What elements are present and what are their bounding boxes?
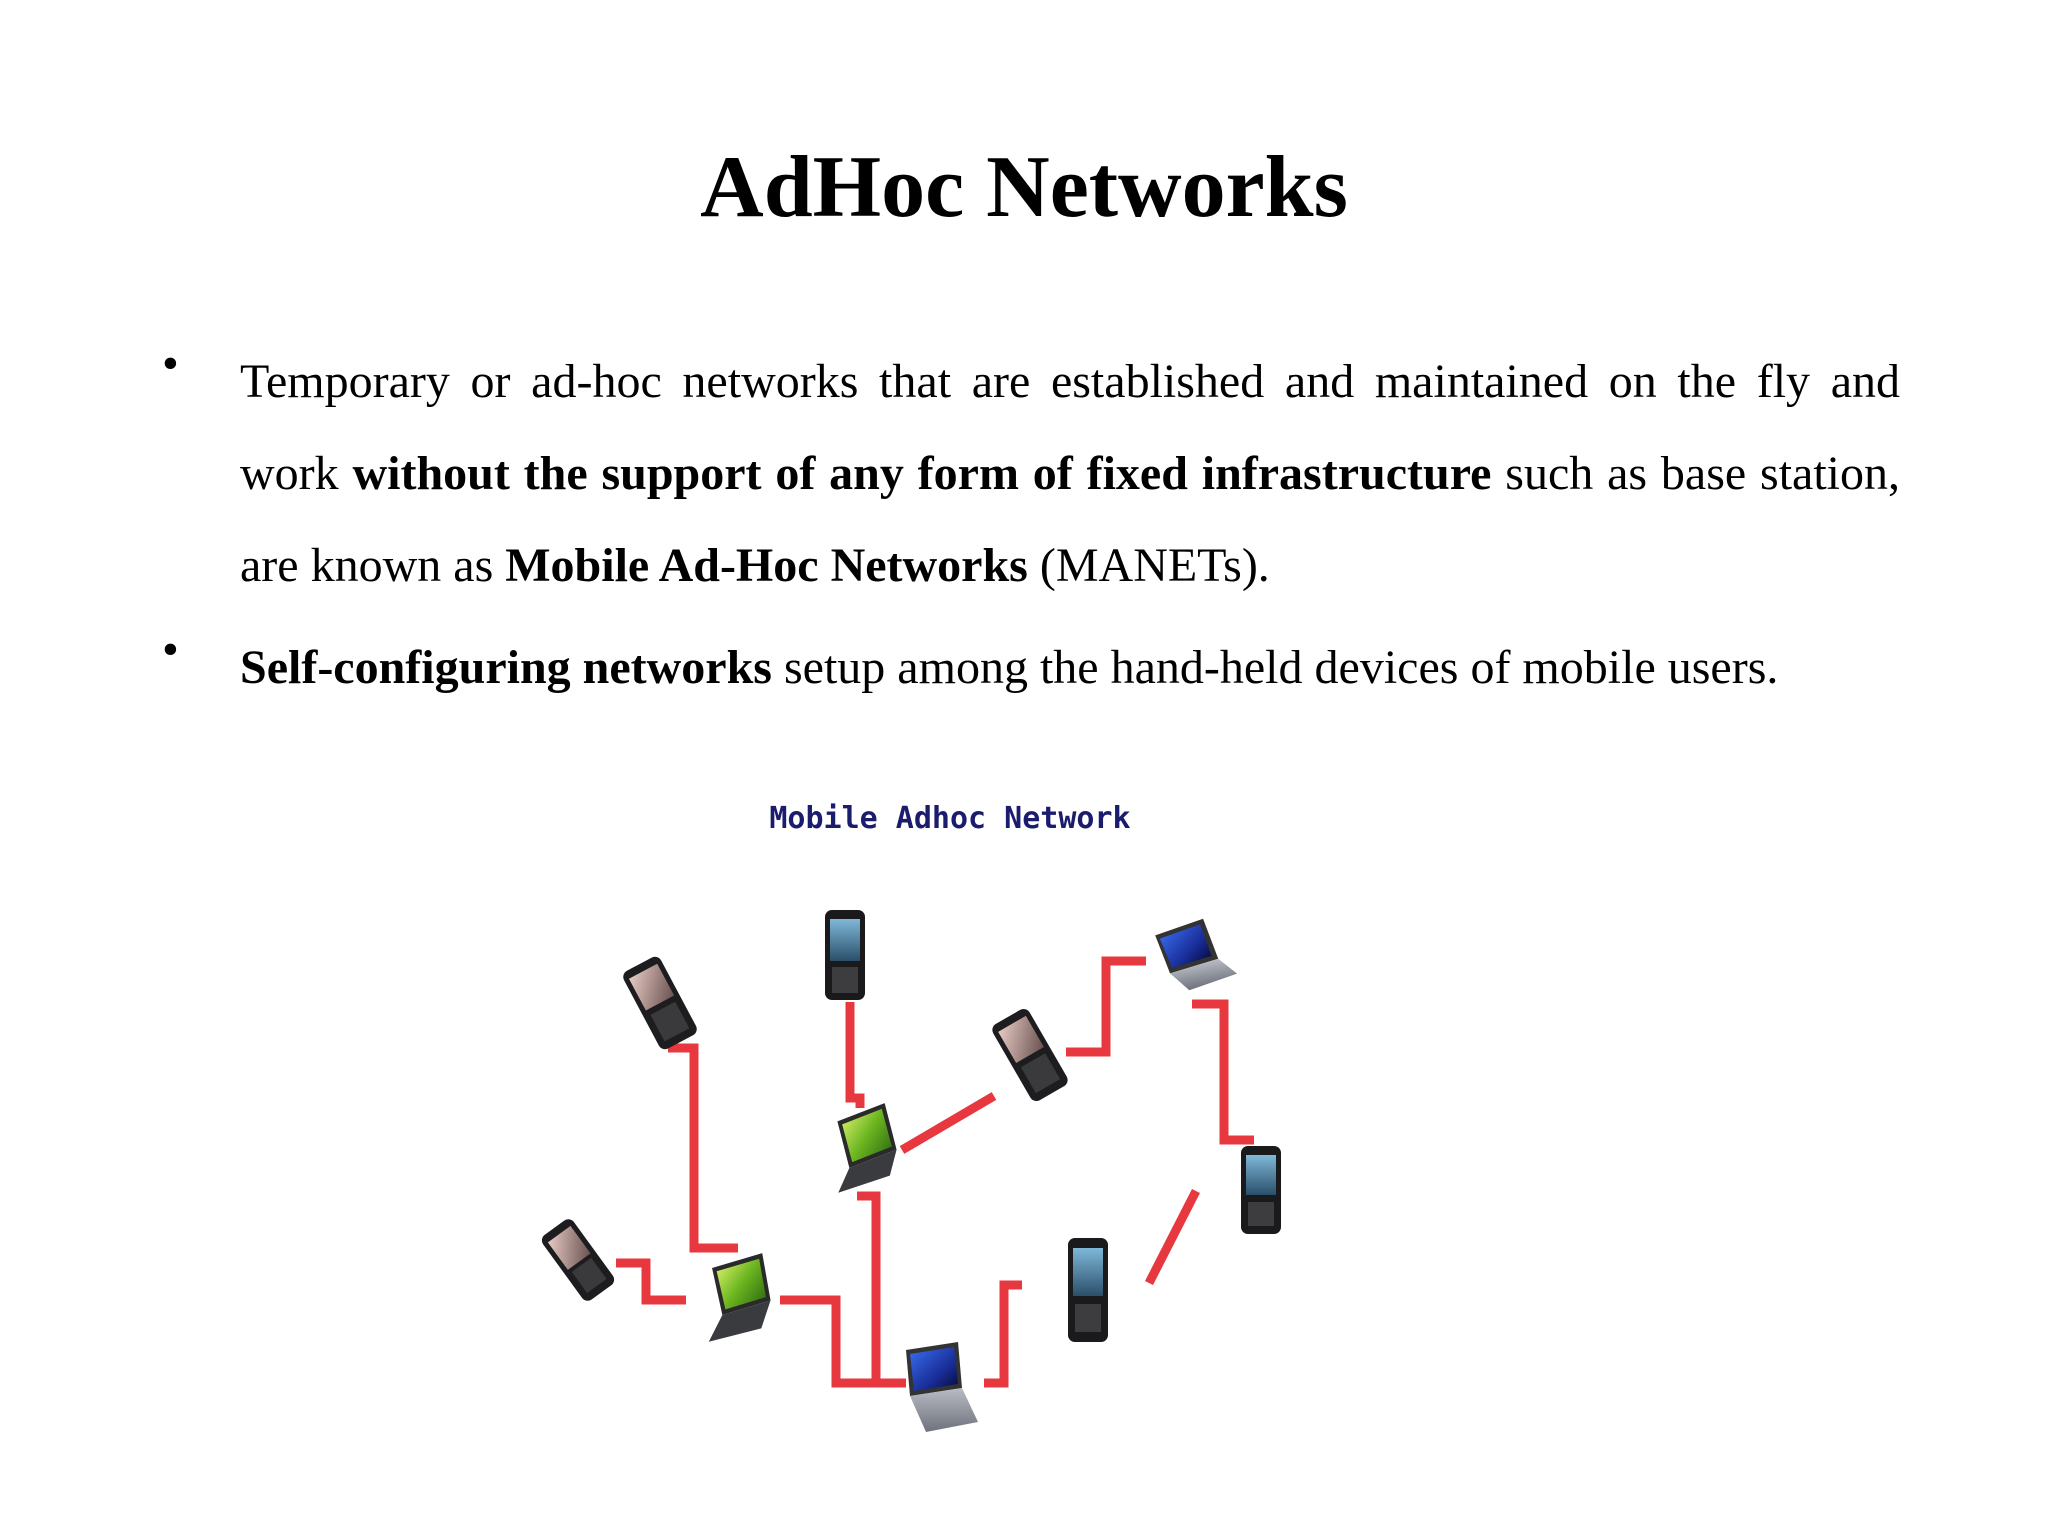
bullet-text-part: such as base station, are known as [240,447,1901,592]
link-laptop-green-mid-to-phone-center [899,1092,997,1154]
bullet-marker: • [162,623,179,676]
bullet-text-part: Temporary or ad-hoc networks that are es… [240,355,1900,500]
link-laptop-green-mid-to-laptop-blue [857,1191,906,1388]
network-links [616,956,1254,1388]
bullet-text-emphasis: Self-configuring networks [240,641,772,694]
figure-caption: Mobile Adhoc Network [769,801,1130,836]
bullet-text-part: (MANETs). [1027,539,1270,592]
bullet-marker: • [162,337,179,390]
phone-icon [623,956,697,1050]
link-laptop-blue-to-phone-bottom-center [984,1280,1022,1388]
link-phone-low-left-to-laptop-green-bottom [616,1258,686,1305]
bullet-text-emphasis: without the support of any form of fixed… [352,447,1492,500]
phone-icon [1068,1238,1108,1342]
network-devices [541,910,1281,1432]
bullet-item-manets: • Temporary or ad-hoc networks that are … [150,336,1900,612]
link-phone-left-to-laptop-green-bottom [668,1043,738,1253]
laptop-icon [708,1253,771,1342]
link-laptop-top-right-to-phone-right [1192,999,1254,1145]
bullet-text: Self-configuring networks setup among th… [240,622,1900,714]
slide-title: AdHoc Networks [700,139,1348,236]
bullet-item-self-configuring: • Self-configuring networks setup among … [150,622,1900,714]
link-phone-top-to-laptop-green-mid [845,1002,865,1108]
laptop-icon [837,1103,897,1193]
laptop-icon [906,1342,978,1432]
laptop-icon [1155,918,1238,991]
bullet-text: Temporary or ad-hoc networks that are es… [240,336,1900,612]
bullet-text-part: setup among the hand-held devices of mob… [771,641,1779,694]
link-phone-center-to-laptop-top-right [1066,956,1146,1057]
bullet-list: • Temporary or ad-hoc networks that are … [150,336,1900,714]
link-phone-bottom-center-to-phone-right [1144,1188,1201,1286]
link-laptop-green-bottom-to-laptop-blue [780,1295,880,1388]
phone-icon [1241,1146,1281,1234]
phone-icon [825,910,865,1000]
phone-icon [992,1008,1068,1102]
phone-icon [541,1219,615,1301]
bullet-text-emphasis: Mobile Ad-Hoc Networks [505,539,1028,592]
